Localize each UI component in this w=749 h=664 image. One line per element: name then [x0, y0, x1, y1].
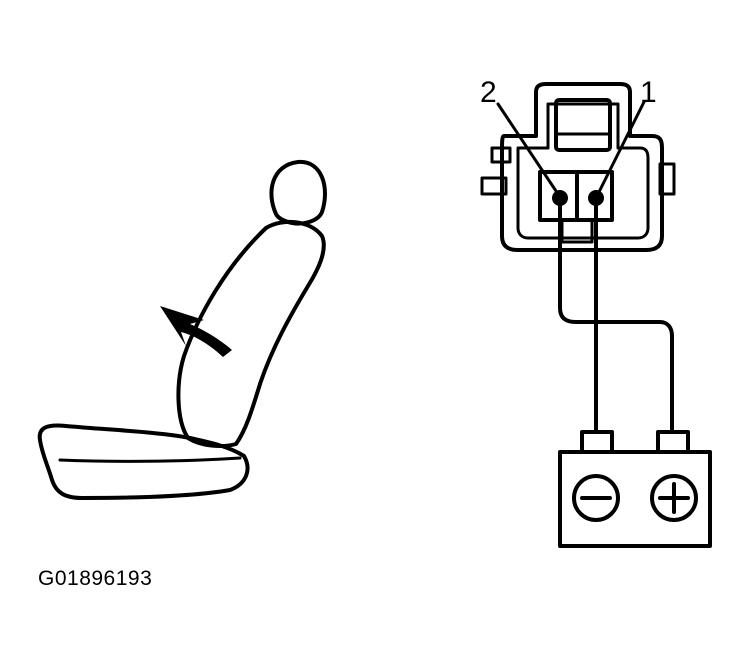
seat-cushion-edge: [58, 456, 242, 463]
terminal-2-leader: [496, 102, 560, 196]
figure-id-label: G01896193: [38, 567, 153, 590]
battery-positive-icon: [650, 474, 698, 522]
connector-illustration: 2 1: [480, 76, 676, 252]
terminal-1-label: 1: [640, 76, 657, 109]
connector-latch: [554, 98, 612, 152]
connector-housing-inner: [516, 102, 650, 240]
test-leads: [558, 196, 674, 434]
connector-tab-lower: [480, 176, 508, 196]
seat-cushion: [37, 423, 250, 500]
terminal-1-leader: [596, 100, 646, 196]
connector-housing-outer: [500, 82, 664, 252]
recline-arrow-icon: [160, 306, 232, 357]
seat-headrest: [269, 159, 327, 226]
battery-positive-post: [656, 430, 690, 454]
battery-illustration: [558, 430, 712, 548]
battery-negative-icon: [572, 474, 620, 522]
terminal-2-label: 2: [480, 76, 497, 109]
seat-illustration: [37, 159, 327, 500]
battery-negative-post: [580, 430, 614, 454]
battery-body: [558, 450, 712, 548]
seat-backrest: [176, 219, 326, 448]
lead-terminal-2-to-positive: [558, 196, 674, 434]
